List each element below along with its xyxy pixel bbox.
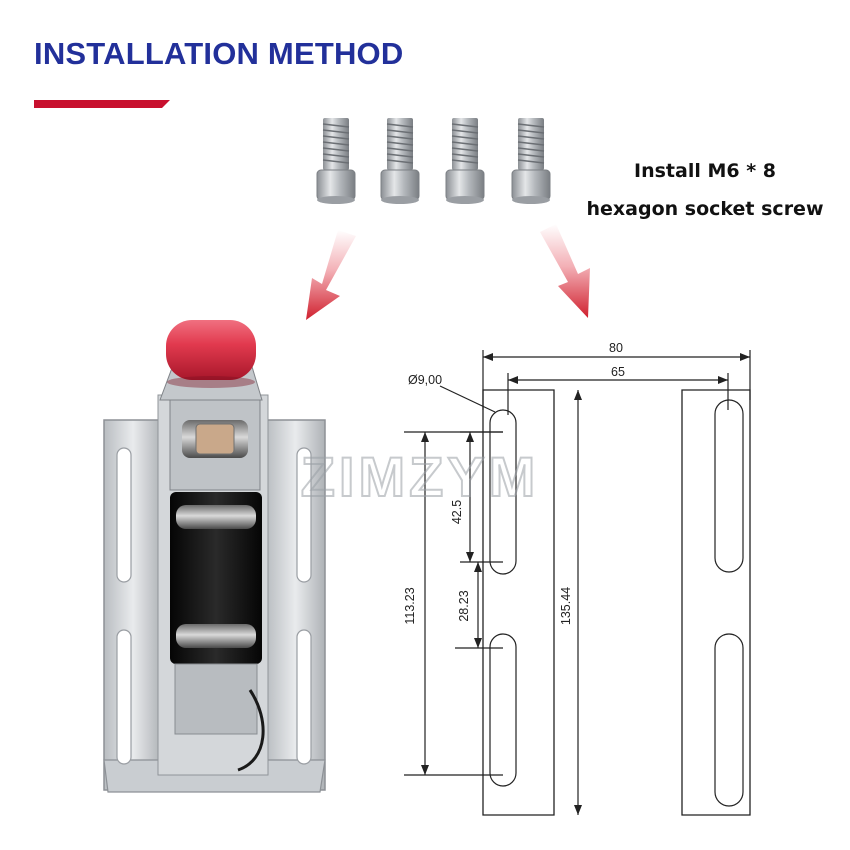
page-title: INSTALLATION METHOD <box>34 36 404 71</box>
dim-slot-length: 42.5 <box>450 500 464 524</box>
dimension-arrowheads <box>421 353 750 815</box>
dim-slot-span: 113.23 <box>403 587 417 624</box>
bracket-drawing <box>404 350 751 816</box>
dim-plate-height: 135.44 <box>559 587 573 625</box>
hex-socket-screw-icon <box>316 117 551 205</box>
accent-bar <box>34 100 170 108</box>
dim-hole-diameter: Ø9,00 <box>408 373 442 387</box>
dim-slot-gap: 28.23 <box>457 590 471 621</box>
arrow-down-left-icon <box>306 230 356 320</box>
watermark: ZIMZYM <box>301 445 540 508</box>
pedal-mount-photo <box>103 320 326 793</box>
arrow-down-right-icon <box>540 224 590 318</box>
dim-slot-spacing: 65 <box>611 365 625 379</box>
install-line-2: hexagon socket screw <box>586 198 824 220</box>
install-line-1: Install M6 * 8 <box>634 160 776 182</box>
dim-overall-width: 80 <box>609 341 623 355</box>
install-instruction: Install M6 * 8 hexagon socket screw <box>580 152 830 228</box>
